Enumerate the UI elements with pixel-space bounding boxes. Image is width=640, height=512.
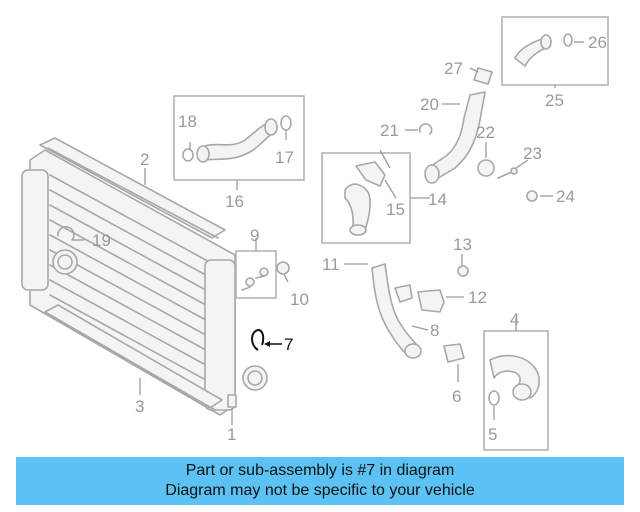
charge-pipe-8: [371, 263, 422, 359]
bolt-23: [497, 167, 518, 179]
label-6: 6: [452, 387, 461, 406]
label-13: 13: [453, 235, 472, 254]
banner-line-part: Part or sub-assembly is #7 in diagram: [185, 462, 455, 479]
label-10: 10: [290, 290, 309, 309]
label-3: 3: [135, 397, 144, 416]
leader-arrowhead-7: [264, 341, 270, 347]
label-4: 4: [510, 310, 519, 329]
info-banner: Part or sub-assembly is #7 in diagram Di…: [16, 457, 624, 505]
label-2: 2: [140, 150, 149, 169]
label-17: 17: [275, 148, 294, 167]
label-25: 25: [545, 91, 564, 110]
lower-air-guide: [44, 304, 223, 411]
banner-line-disclaimer: Diagram may not be specific to your vehi…: [165, 482, 475, 499]
leader-lines: [72, 41, 584, 425]
seal-ring-19: [57, 226, 75, 241]
upper-air-guide: [39, 137, 226, 239]
label-12: 12: [468, 288, 487, 307]
label-14: 14: [428, 190, 447, 209]
part-labels: 1 2 3 4 5 6 7 8 9 10 11 12 13 14 15 16 1…: [92, 33, 607, 444]
parts-diagram: 1 2 3 4 5 6 7 8 9 10 11 12 13 14 15 16 1…: [21, 16, 609, 451]
label-24: 24: [556, 187, 575, 206]
clip-10: [276, 261, 290, 275]
bolt-13: [457, 265, 469, 277]
label-15: 15: [386, 200, 405, 219]
hose-assembly-4: [483, 330, 549, 451]
label-19: 19: [92, 231, 111, 250]
label-5: 5: [488, 425, 497, 444]
clamp-6: [443, 343, 465, 363]
label-7: 7: [284, 335, 293, 354]
seal-22: [477, 159, 495, 177]
bolt-24: [526, 190, 538, 202]
label-16: 16: [225, 192, 244, 211]
label-8: 8: [430, 321, 439, 340]
label-26: 26: [588, 33, 607, 52]
pipe-assembly-16: [173, 95, 305, 181]
hose-assembly-25: [501, 16, 609, 86]
charge-pipe-20: [424, 67, 493, 184]
label-27: 27: [444, 59, 463, 78]
label-11: 11: [322, 255, 340, 274]
label-1: 1: [227, 425, 236, 444]
seal-ring-21: [418, 123, 433, 135]
sensor-12: [417, 289, 445, 313]
clip-7: [251, 328, 265, 351]
label-20: 20: [420, 95, 439, 114]
label-9: 9: [250, 226, 259, 245]
label-23: 23: [523, 144, 542, 163]
label-22: 22: [476, 123, 495, 142]
hardware-kit-9: [235, 250, 277, 299]
label-18: 18: [178, 112, 197, 131]
intercooler-core: [21, 149, 268, 416]
pipe-assembly-14: [321, 152, 411, 244]
label-21: 21: [380, 121, 399, 140]
